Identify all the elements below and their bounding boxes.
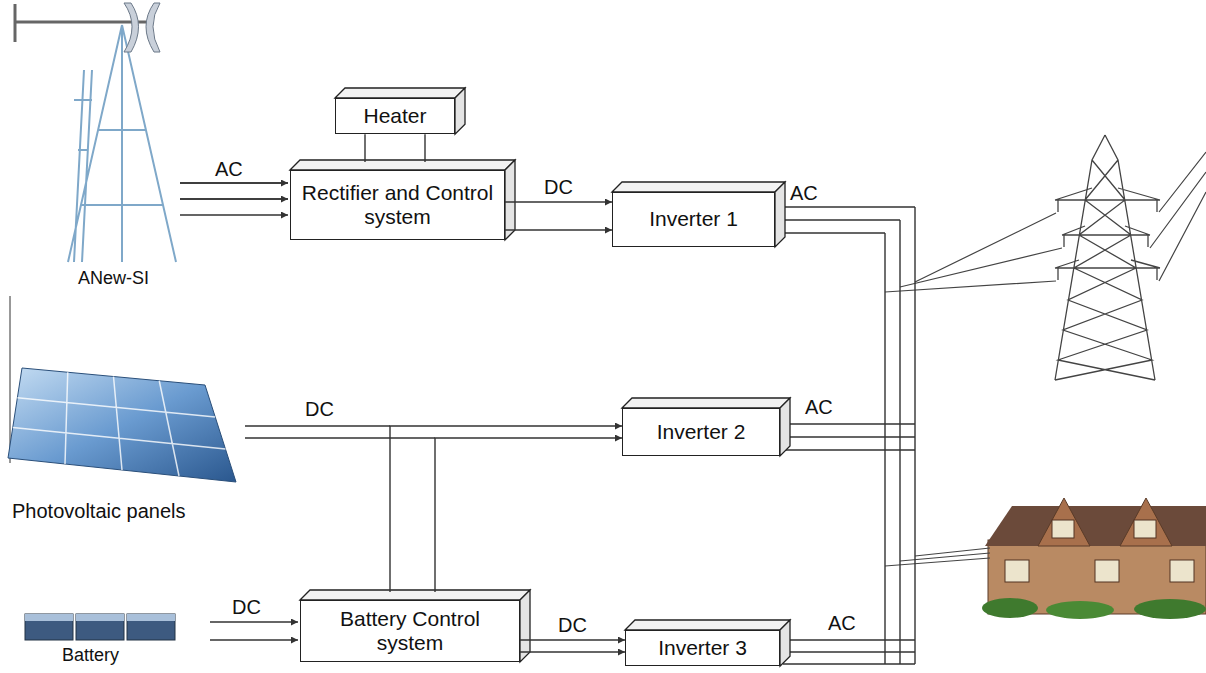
wire-line [390,426,622,592]
box-side-face [775,182,785,247]
turbine-blade [124,3,139,52]
box-top-face [290,160,515,170]
house-roof [985,506,1206,546]
part-label: Photovoltaic panels [12,500,185,523]
box-depth [622,398,790,456]
house-window [1170,560,1194,582]
house-line [885,548,990,566]
box-text: Inverter 1 [649,207,738,231]
margin-line [10,296,11,463]
wire-line [424,134,425,162]
box-text: Inverter 2 [657,420,746,444]
pv-panel [8,368,236,482]
wire-line [505,229,612,230]
pv-grid [13,372,226,476]
box-depth [290,160,515,240]
wire-line [520,639,625,640]
battery-top [127,614,175,621]
part-label: ANew-SI [78,268,149,289]
turbine-tower [68,25,176,262]
house-gable [1038,498,1090,546]
wire-connector [365,134,425,162]
box-side-face [780,620,790,666]
transmission-tower [1055,135,1160,380]
ac-bus [778,207,915,664]
battery-top [76,614,124,621]
house-window [1134,520,1156,538]
box-side-face [505,160,515,240]
turbine-vane [14,4,17,42]
box-text: Inverter 3 [658,636,747,660]
house-bush [982,598,1038,618]
battery-cell [127,614,175,640]
wire-line [364,134,365,162]
dc-wire [210,621,298,622]
box-side-face [780,398,790,456]
part-label: AC [805,396,833,419]
box-depth [612,182,785,247]
box-side-face [520,590,530,662]
turbine-blade [146,3,160,52]
box-top-face [622,398,790,408]
turbine-shaft [15,21,150,24]
part-label: Battery [62,645,119,666]
wire-connector [505,202,612,230]
process-box: Heater [335,98,455,134]
box-depth [335,88,465,134]
wire-connector [390,426,622,592]
ac-wire [180,182,288,183]
box-text: Rectifier and Control system [297,181,498,229]
part-label: DC [232,596,261,619]
box-depth [625,620,790,666]
wire-label: DC [558,614,587,637]
house-gable [1120,498,1172,546]
process-box: Inverter 3 [625,630,780,666]
process-box: Inverter 2 [622,408,780,456]
part-label: DC [305,398,334,421]
wire-line [505,201,612,202]
box-depth [300,590,530,662]
box-top-face [335,88,465,98]
box-text: Battery Control system [307,607,513,655]
wire-line [435,438,622,592]
box-top-face [625,620,790,630]
house-window [1095,560,1119,582]
pv-wire [245,426,435,438]
wire-connector [520,640,625,652]
part-label: AC [828,612,856,635]
ac-wire [180,198,288,199]
battery-top [25,614,73,621]
box-top-face [300,590,530,600]
house-bush [1134,599,1206,619]
part-label: AC [790,182,818,205]
box-top-face [612,182,785,192]
part-label: AC [215,158,243,181]
house-window [1052,520,1074,538]
box-text: Heater [363,104,426,128]
process-box: Rectifier and Control system [290,170,505,240]
grid-line [885,152,1206,292]
dc-wire [210,639,298,640]
box-side-face [455,88,465,134]
ac-wire [180,183,288,215]
process-box: Inverter 1 [612,192,775,247]
battery-cell [25,614,73,640]
house-bush [1046,601,1114,619]
house-window [1005,560,1029,582]
process-box: Battery Control system [300,600,520,662]
wire-line [520,651,625,652]
wire-label: DC [544,176,573,199]
battery-cell [76,614,124,640]
